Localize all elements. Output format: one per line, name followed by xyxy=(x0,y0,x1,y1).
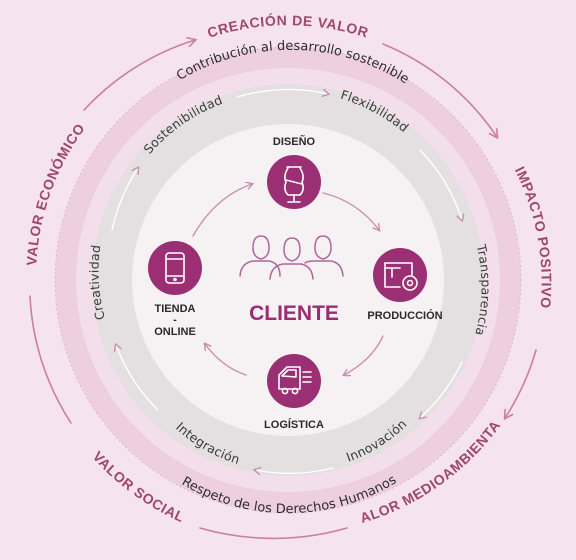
inner-circle xyxy=(132,124,444,436)
outer-arrow-right xyxy=(505,349,537,418)
outer-arrow-top-left xyxy=(83,40,195,111)
logistica-label: LOGÍSTICA xyxy=(264,418,324,431)
online-label: ONLINE xyxy=(154,326,196,338)
customers-group-icon xyxy=(239,235,344,280)
values-ring-arrows xyxy=(111,90,462,474)
stage-logistica: LOGÍSTICA xyxy=(264,354,324,431)
diseno-label: DISEÑO xyxy=(273,135,316,148)
tienda-circle xyxy=(148,241,202,295)
produccion-circle xyxy=(373,248,427,302)
outer-arrow-top-right xyxy=(382,43,497,137)
center-cliente: CLIENTE xyxy=(239,235,344,325)
tienda-separator: - xyxy=(173,314,177,326)
sewing-machine-icon xyxy=(384,262,418,291)
stage-arrows xyxy=(192,184,384,376)
arrow-tienda-diseno xyxy=(192,184,252,237)
dress-form-icon xyxy=(284,166,304,203)
stage-diseno: DISEÑO xyxy=(267,135,321,209)
outer-arrow-left-bottom xyxy=(29,295,72,424)
cliente-label: CLIENTE xyxy=(249,302,339,325)
stage-tienda: TIENDA - ONLINE xyxy=(148,241,202,338)
produccion-label: PRODUCCIÓN xyxy=(367,309,442,322)
transparencia-label: Transparencia xyxy=(472,242,493,337)
tienda-label: TIENDA xyxy=(155,303,196,315)
outer-arrow-bottom xyxy=(199,527,348,540)
creacion-de-valor-label: CREACIÓN DE VALOR xyxy=(205,11,370,40)
outer-band-texture xyxy=(54,46,522,514)
delivery-truck-icon xyxy=(278,366,312,395)
arrow-logistica-tienda xyxy=(205,344,247,376)
smartphone-icon xyxy=(165,252,185,284)
logistica-circle xyxy=(267,354,321,408)
outer-arrows xyxy=(29,40,537,540)
stage-produccion: PRODUCCIÓN xyxy=(367,248,443,322)
arrow-diseno-produccion xyxy=(322,192,379,230)
arrow-produccion-logistica xyxy=(344,335,384,375)
